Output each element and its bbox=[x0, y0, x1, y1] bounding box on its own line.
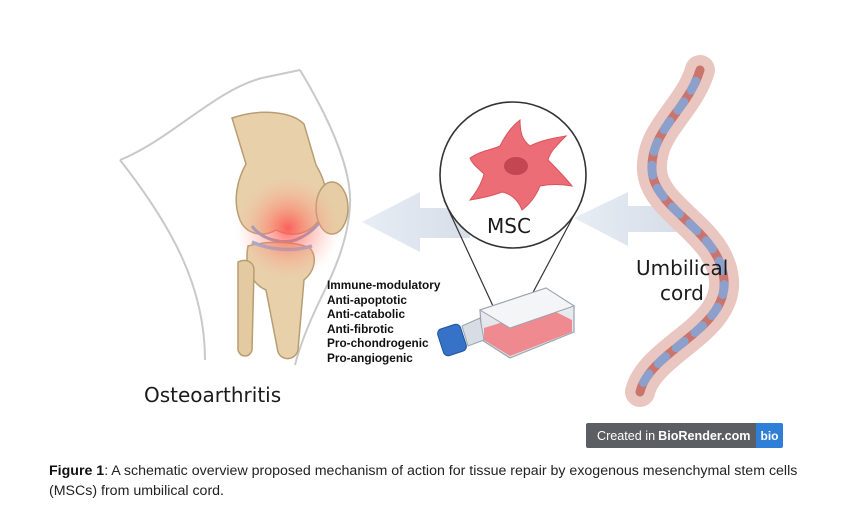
effect-item: Anti-fibrotic bbox=[327, 321, 394, 336]
umbilical-label-line1: Umbilical bbox=[636, 256, 729, 280]
effect-item: Pro-chondrogenic bbox=[327, 336, 429, 351]
effect-item: Immune-modulatory bbox=[327, 278, 441, 292]
badge-text: Created in BioRender.com bbox=[586, 423, 756, 448]
culture-flask-icon bbox=[437, 287, 576, 359]
biorender-logo-icon: bio bbox=[756, 423, 783, 448]
arrow-left-icon bbox=[362, 192, 676, 252]
msc-cell-icon bbox=[439, 101, 587, 249]
effect-item: Anti-apoptotic bbox=[327, 292, 407, 307]
biorender-badge: Created in BioRender.com bio bbox=[586, 423, 783, 448]
figure-caption: Figure 1: A schematic overview proposed … bbox=[49, 462, 839, 501]
knee-joint-icon bbox=[119, 69, 352, 366]
caption-label: Figure 1 bbox=[49, 463, 105, 479]
effect-item: Pro-angiogenic bbox=[327, 350, 413, 365]
msc-label: MSC bbox=[487, 214, 531, 238]
effect-item: Anti-catabolic bbox=[327, 307, 405, 322]
umbilical-label-line2: cord bbox=[660, 281, 704, 305]
osteoarthritis-label: Osteoarthritis bbox=[144, 383, 282, 407]
badge-prefix: Created in bbox=[597, 428, 656, 443]
umbilical-cord-icon bbox=[625, 55, 740, 407]
caption-text: : A schematic overview proposed mechanis… bbox=[49, 463, 798, 499]
effects-list: Immune-modulatory Anti-apoptotic Anti-ca… bbox=[327, 278, 440, 366]
badge-brand: BioRender.com bbox=[658, 428, 751, 443]
